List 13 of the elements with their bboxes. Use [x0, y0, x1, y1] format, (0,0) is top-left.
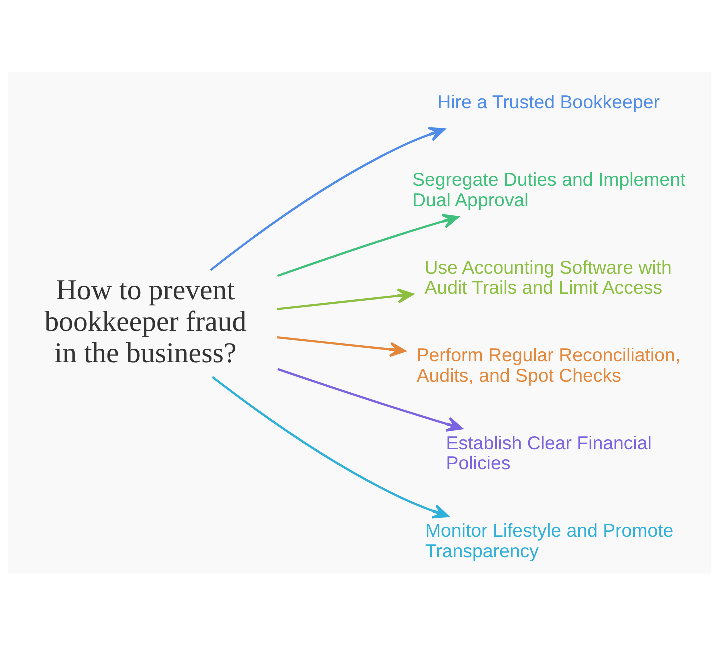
node-text: Monitor Lifestyle and Promote Transparency	[425, 520, 674, 561]
arrow	[278, 368, 464, 432]
arrow	[277, 336, 406, 357]
arrow	[277, 288, 414, 310]
arrow	[277, 214, 459, 277]
node-text: Perform Regular Reconciliation, Audits, and Spot Checks	[416, 344, 681, 386]
node-text: Establish Clear Financial Policies	[446, 432, 652, 474]
node-text: How to prevent bookkeeper fraud in the business?	[44, 274, 247, 370]
node-text: Hire a Trusted Bookkeeper	[438, 91, 660, 112]
node-text: Segregate Duties and Implement Dual Approval	[412, 168, 686, 210]
node-text: Use Accounting Software with Audit Trails and Limit Access	[424, 256, 672, 298]
arrow	[210, 126, 446, 271]
arrow	[212, 376, 450, 518]
